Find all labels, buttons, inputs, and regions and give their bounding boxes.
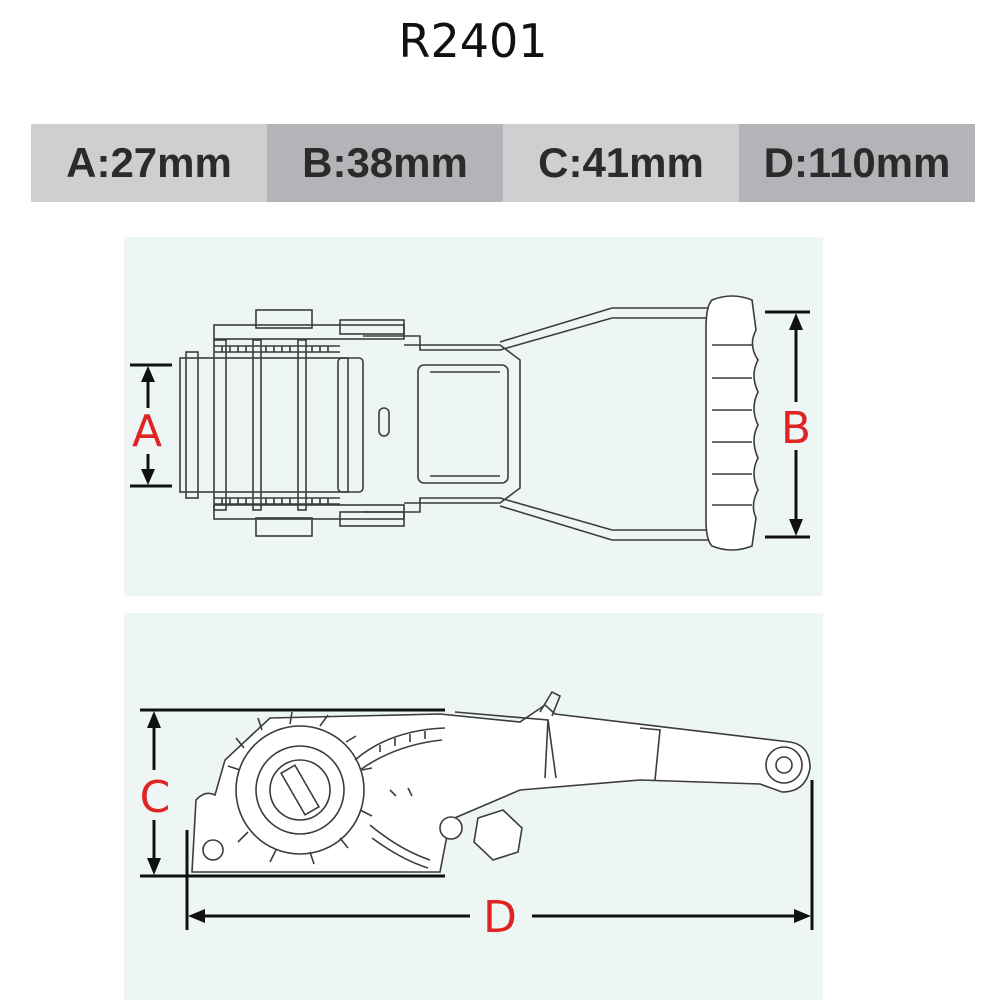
dimension-c-marker <box>132 708 445 878</box>
top-view-ratchet <box>179 295 759 551</box>
product-code-title: R2401 <box>398 14 548 68</box>
label-b: B <box>781 403 811 454</box>
label-d: D <box>483 892 517 943</box>
dimension-a: A:27mm <box>31 124 267 202</box>
dimension-a-marker <box>128 363 172 488</box>
dimension-d: D:110mm <box>739 124 975 202</box>
dimension-c: C:41mm <box>503 124 739 202</box>
dimension-bar: A:27mm B:38mm C:41mm D:110mm <box>31 124 975 202</box>
dimension-b-marker <box>765 310 816 539</box>
label-c: C <box>140 772 171 823</box>
label-a: A <box>132 406 162 457</box>
dimension-d-marker <box>185 780 814 942</box>
dimension-b: B:38mm <box>267 124 503 202</box>
side-view-ratchet <box>191 690 811 873</box>
